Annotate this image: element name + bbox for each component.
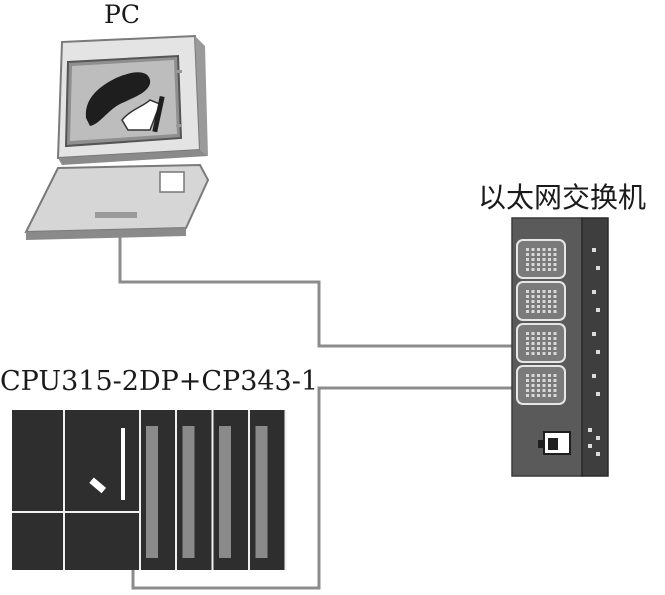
plc-module — [182, 426, 195, 558]
plc-module — [255, 426, 268, 558]
ethernet-switch-icon — [511, 217, 609, 477]
switch-port — [516, 323, 566, 363]
switch-led — [596, 392, 600, 396]
switch-led — [592, 374, 596, 378]
switch-led — [592, 290, 596, 294]
pc-label: PC — [104, 0, 140, 29]
plc-label: CPU315-2DP+CP343-1 — [0, 366, 319, 397]
switch-led — [592, 332, 596, 336]
cables — [118, 233, 518, 590]
switch-port — [516, 281, 566, 321]
switch-port — [516, 239, 566, 279]
switch-led — [596, 350, 600, 354]
switch-label: 以太网交换机 — [478, 181, 647, 214]
switch-led — [596, 266, 600, 270]
plc-module — [219, 426, 231, 558]
plc-module — [146, 426, 158, 558]
pc-icon — [24, 34, 210, 240]
switch-led — [596, 308, 600, 312]
plc-to-switch-cable — [131, 386, 518, 590]
switch-led — [592, 248, 596, 252]
plc-rack-icon — [12, 410, 287, 570]
pc-to-switch-cable — [118, 233, 518, 348]
switch-port — [516, 365, 566, 405]
